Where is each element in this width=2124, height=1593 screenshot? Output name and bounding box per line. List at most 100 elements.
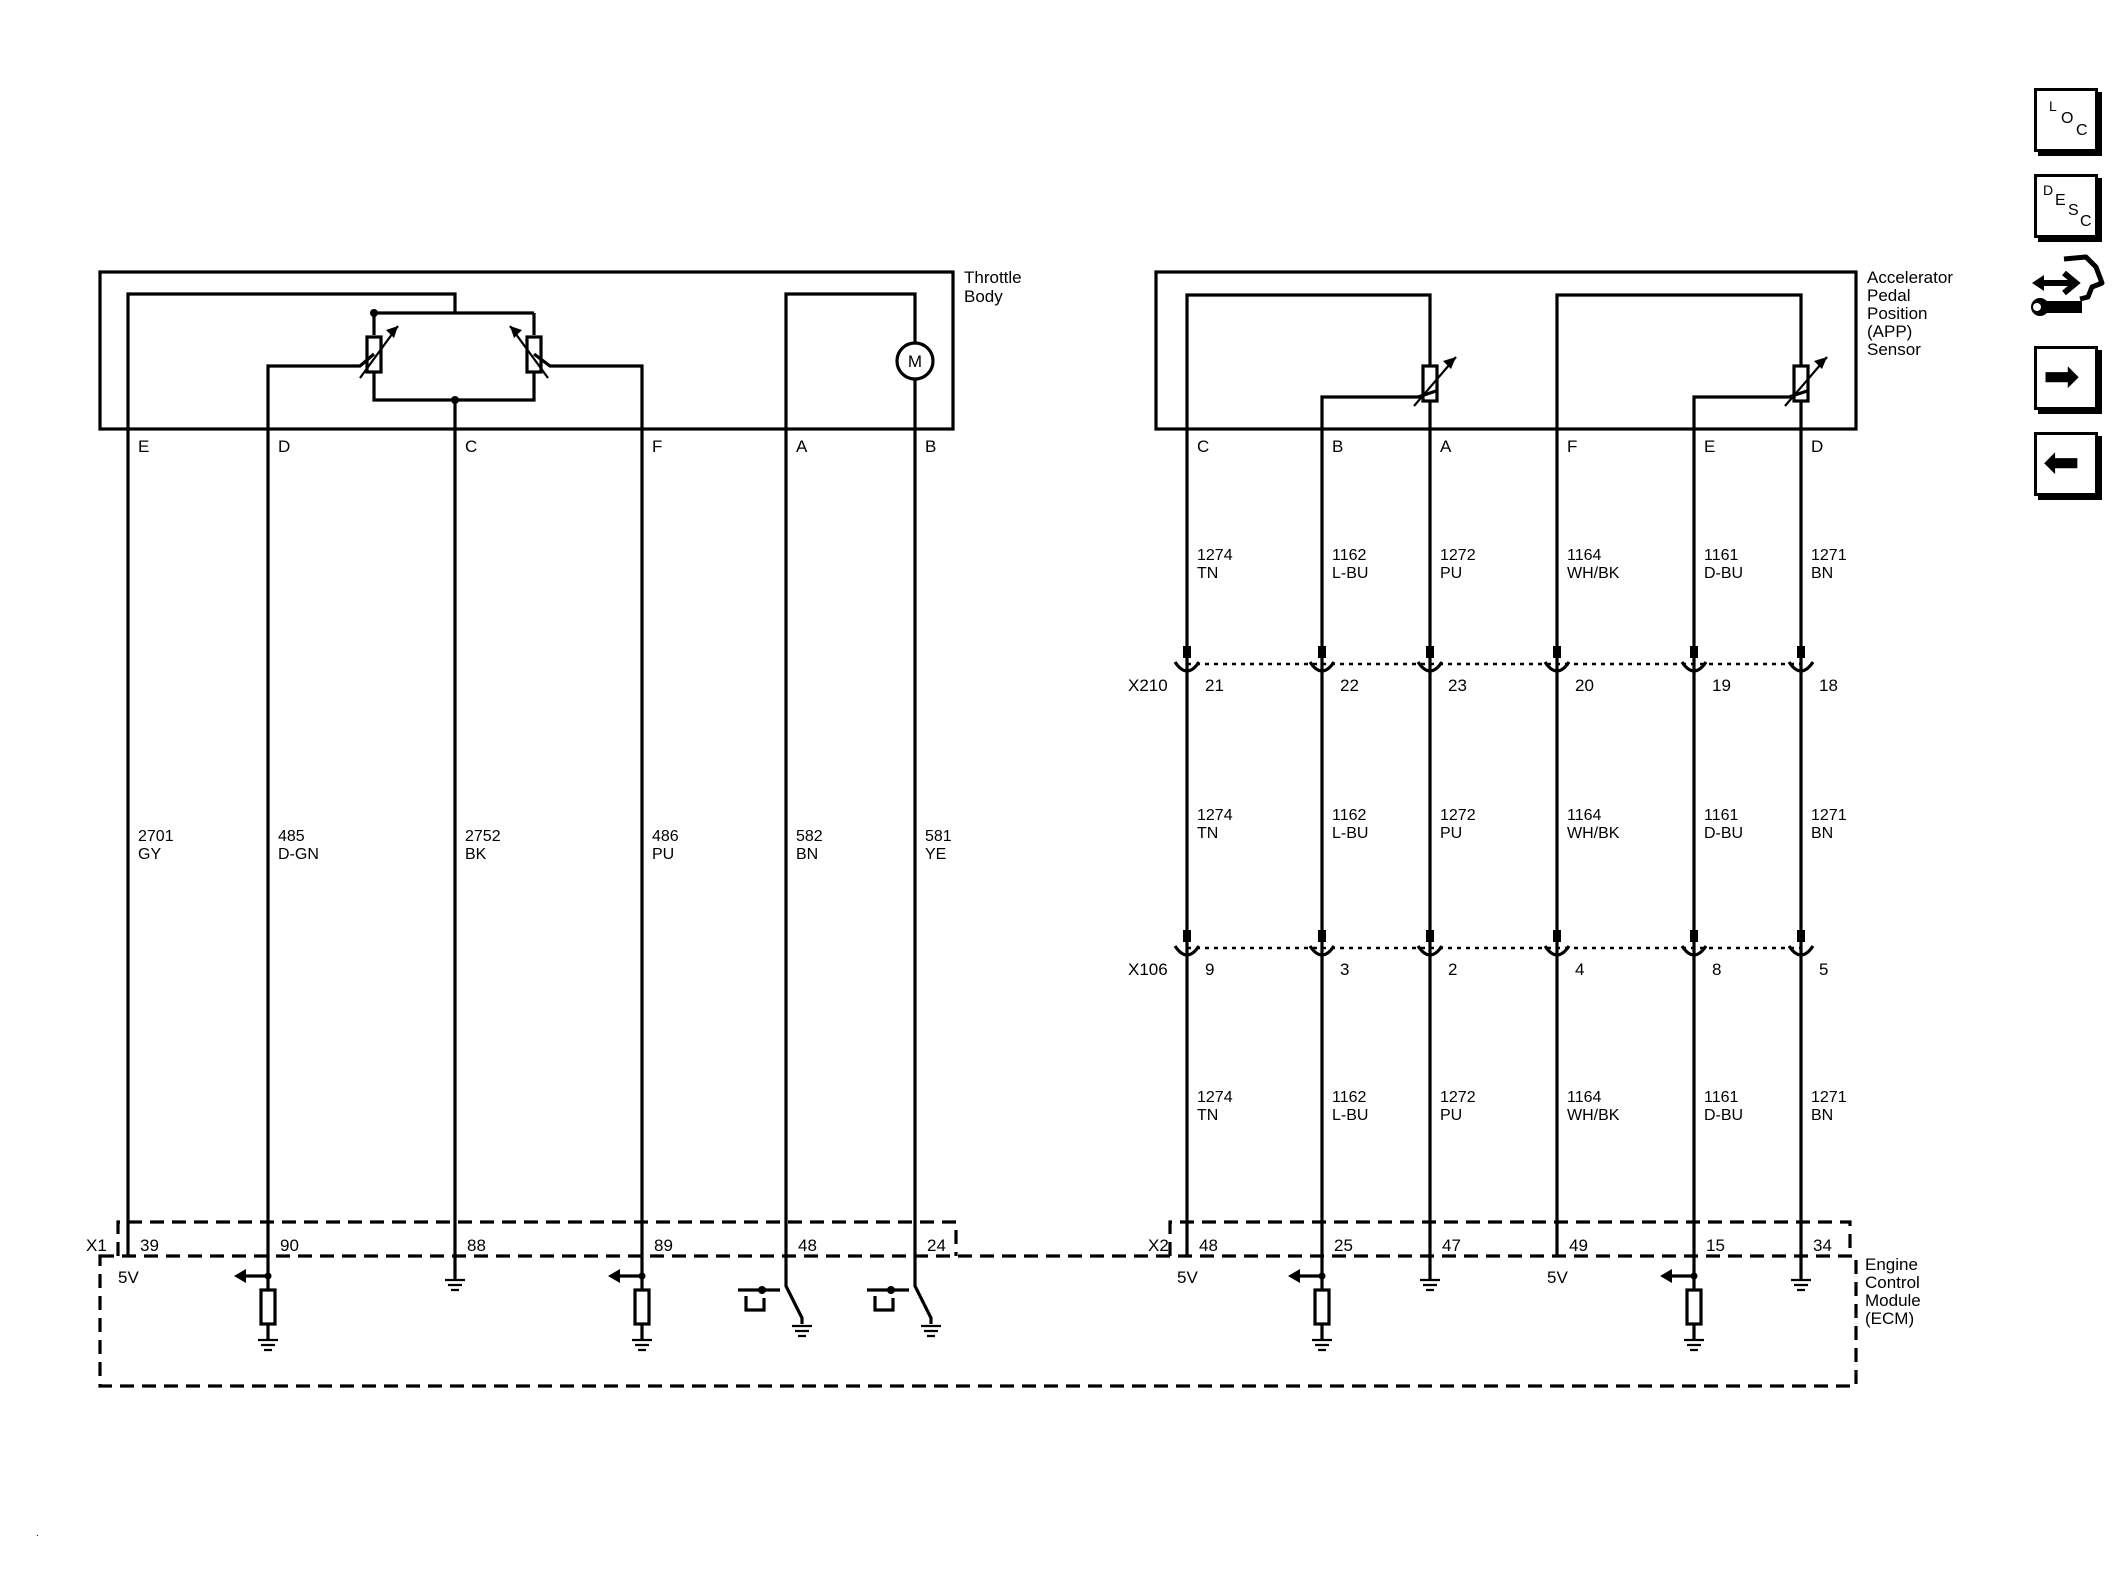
corner-mark: . — [36, 1528, 39, 1539]
connector-x210-label: X210 — [1128, 676, 1168, 695]
tools-icon[interactable] — [2030, 253, 2106, 325]
desc-button[interactable]: D E S C — [2034, 174, 2098, 238]
inline-terminal — [1543, 646, 1571, 673]
ecm-pin-number: 24 — [927, 1236, 946, 1255]
wire-color: PU — [1440, 825, 1462, 842]
app-internal-sensor1-ref — [1185, 293, 1432, 429]
ecm-connector-x1 — [116, 1220, 958, 1256]
wire-circuit-number: 1162 — [1332, 807, 1367, 824]
ecm-pin-number: 90 — [280, 1236, 299, 1255]
inline-terminal — [1680, 930, 1708, 957]
ecm: Engine Control Module (ECM) X1 X2 — [86, 1220, 1921, 1388]
x106-pin-number: 2 — [1448, 960, 1457, 979]
wire-circuit-number: 1272 — [1440, 547, 1476, 564]
inline-terminal — [1173, 930, 1201, 957]
forward-button[interactable]: ➡ — [2034, 346, 2098, 410]
wire-circuit-number: 2752 — [465, 828, 501, 845]
wire-color: D-GN — [278, 846, 319, 863]
inline-terminal — [1787, 930, 1815, 957]
x106-pin-number: 3 — [1340, 960, 1349, 979]
wire-color: PU — [652, 846, 674, 863]
wire-color: WH/BK — [1567, 565, 1620, 582]
five-volt-reference: 5V — [1547, 1268, 1568, 1287]
wire-color: D-BU — [1704, 1107, 1743, 1124]
wire-color: PU — [1440, 1107, 1462, 1124]
loc-button[interactable]: L O C — [2034, 88, 2098, 152]
signal-input-pulldown — [1288, 1256, 1332, 1352]
throttle-internal-motor-a — [784, 292, 917, 429]
throttle-pin-label: F — [652, 437, 662, 456]
ecm-pin-number: 89 — [654, 1236, 673, 1255]
wire-color: L-BU — [1332, 825, 1368, 842]
throttle-body: Throttle Body M — [98, 268, 1022, 431]
ecm-pin-number: 48 — [1199, 1236, 1218, 1255]
app-internal-sensor2-ref — [1555, 293, 1803, 429]
app-pin-label: E — [1704, 437, 1715, 456]
desc-letter-c: C — [2080, 213, 2092, 230]
x106-pin-number: 8 — [1712, 960, 1721, 979]
throttle-motor: M — [895, 341, 935, 381]
forward-arrow-icon: ➡ — [2043, 352, 2080, 401]
throttle-pin-label: A — [796, 437, 808, 456]
x210-pin-number: 20 — [1575, 676, 1594, 695]
tp-sensor-2-potentiometer — [509, 325, 549, 379]
ground-symbol — [792, 1324, 812, 1338]
app-sensor-1-potentiometer — [1413, 356, 1457, 407]
wire-circuit-number: 1161 — [1704, 1089, 1739, 1106]
app-sensor: Accelerator Pedal Position (APP) Sensor — [1154, 268, 1958, 431]
back-arrow-icon: ⬅ — [2043, 438, 2080, 487]
wire-color: TN — [1197, 1107, 1218, 1124]
x210-pin-number: 23 — [1448, 676, 1467, 695]
wire-color: D-BU — [1704, 825, 1743, 842]
ecm-pin-number: 49 — [1569, 1236, 1588, 1255]
wire-circuit-number: 1161 — [1704, 807, 1739, 824]
signal-input-pulldown — [234, 1256, 278, 1352]
throttle-internal-signal1 — [266, 352, 376, 429]
wire-color: BN — [1811, 1107, 1833, 1124]
app-pin-label: D — [1811, 437, 1823, 456]
ground-symbol — [632, 1338, 652, 1352]
wire-color: WH/BK — [1567, 825, 1620, 842]
wire-color: L-BU — [1332, 565, 1368, 582]
wire-circuit-number: 581 — [925, 828, 952, 845]
app-sensor-label: Accelerator Pedal Position (APP) Sensor — [1867, 268, 1958, 359]
throttle-pin-label: D — [278, 437, 290, 456]
throttle-internal-bus-bottom — [372, 372, 536, 402]
inline-terminal — [1416, 930, 1444, 957]
ecm-pin-number: 39 — [140, 1236, 159, 1255]
motor-driver-switch — [738, 1256, 812, 1338]
connector-x1-label: X1 — [86, 1236, 107, 1255]
x210-pin-number: 18 — [1819, 676, 1838, 695]
throttle-pin-label: C — [465, 437, 477, 456]
throttle-internal-signal2 — [533, 352, 644, 429]
wire-circuit-number: 1271 — [1811, 1089, 1847, 1106]
wire-circuit-number: 1271 — [1811, 807, 1847, 824]
app-sensor-2-potentiometer — [1784, 356, 1828, 407]
inline-terminal — [1173, 646, 1201, 673]
loc-letter-l: L — [2049, 98, 2057, 114]
throttle-internal-5v — [126, 292, 457, 429]
app-internal-sensor1-signal — [1320, 389, 1437, 429]
ground-symbol — [1312, 1338, 1332, 1352]
wire-color: YE — [925, 846, 946, 863]
app-pin-label: F — [1567, 437, 1577, 456]
app-sensor-box — [1154, 270, 1858, 431]
wire-circuit-number: 1164 — [1567, 1089, 1602, 1106]
app-pin-label: A — [1440, 437, 1452, 456]
wire-circuit-number: 1272 — [1440, 807, 1476, 824]
ecm-pin-number: 47 — [1442, 1236, 1461, 1255]
wire-circuit-number: 1271 — [1811, 547, 1847, 564]
ground-symbol — [1420, 1278, 1440, 1292]
back-button[interactable]: ⬅ — [2034, 432, 2098, 496]
ground-symbol — [1791, 1278, 1811, 1292]
wire-circuit-number: 582 — [796, 828, 823, 845]
motor-driver-switch — [867, 1256, 941, 1338]
wire-circuit-number: 1274 — [1197, 807, 1233, 824]
